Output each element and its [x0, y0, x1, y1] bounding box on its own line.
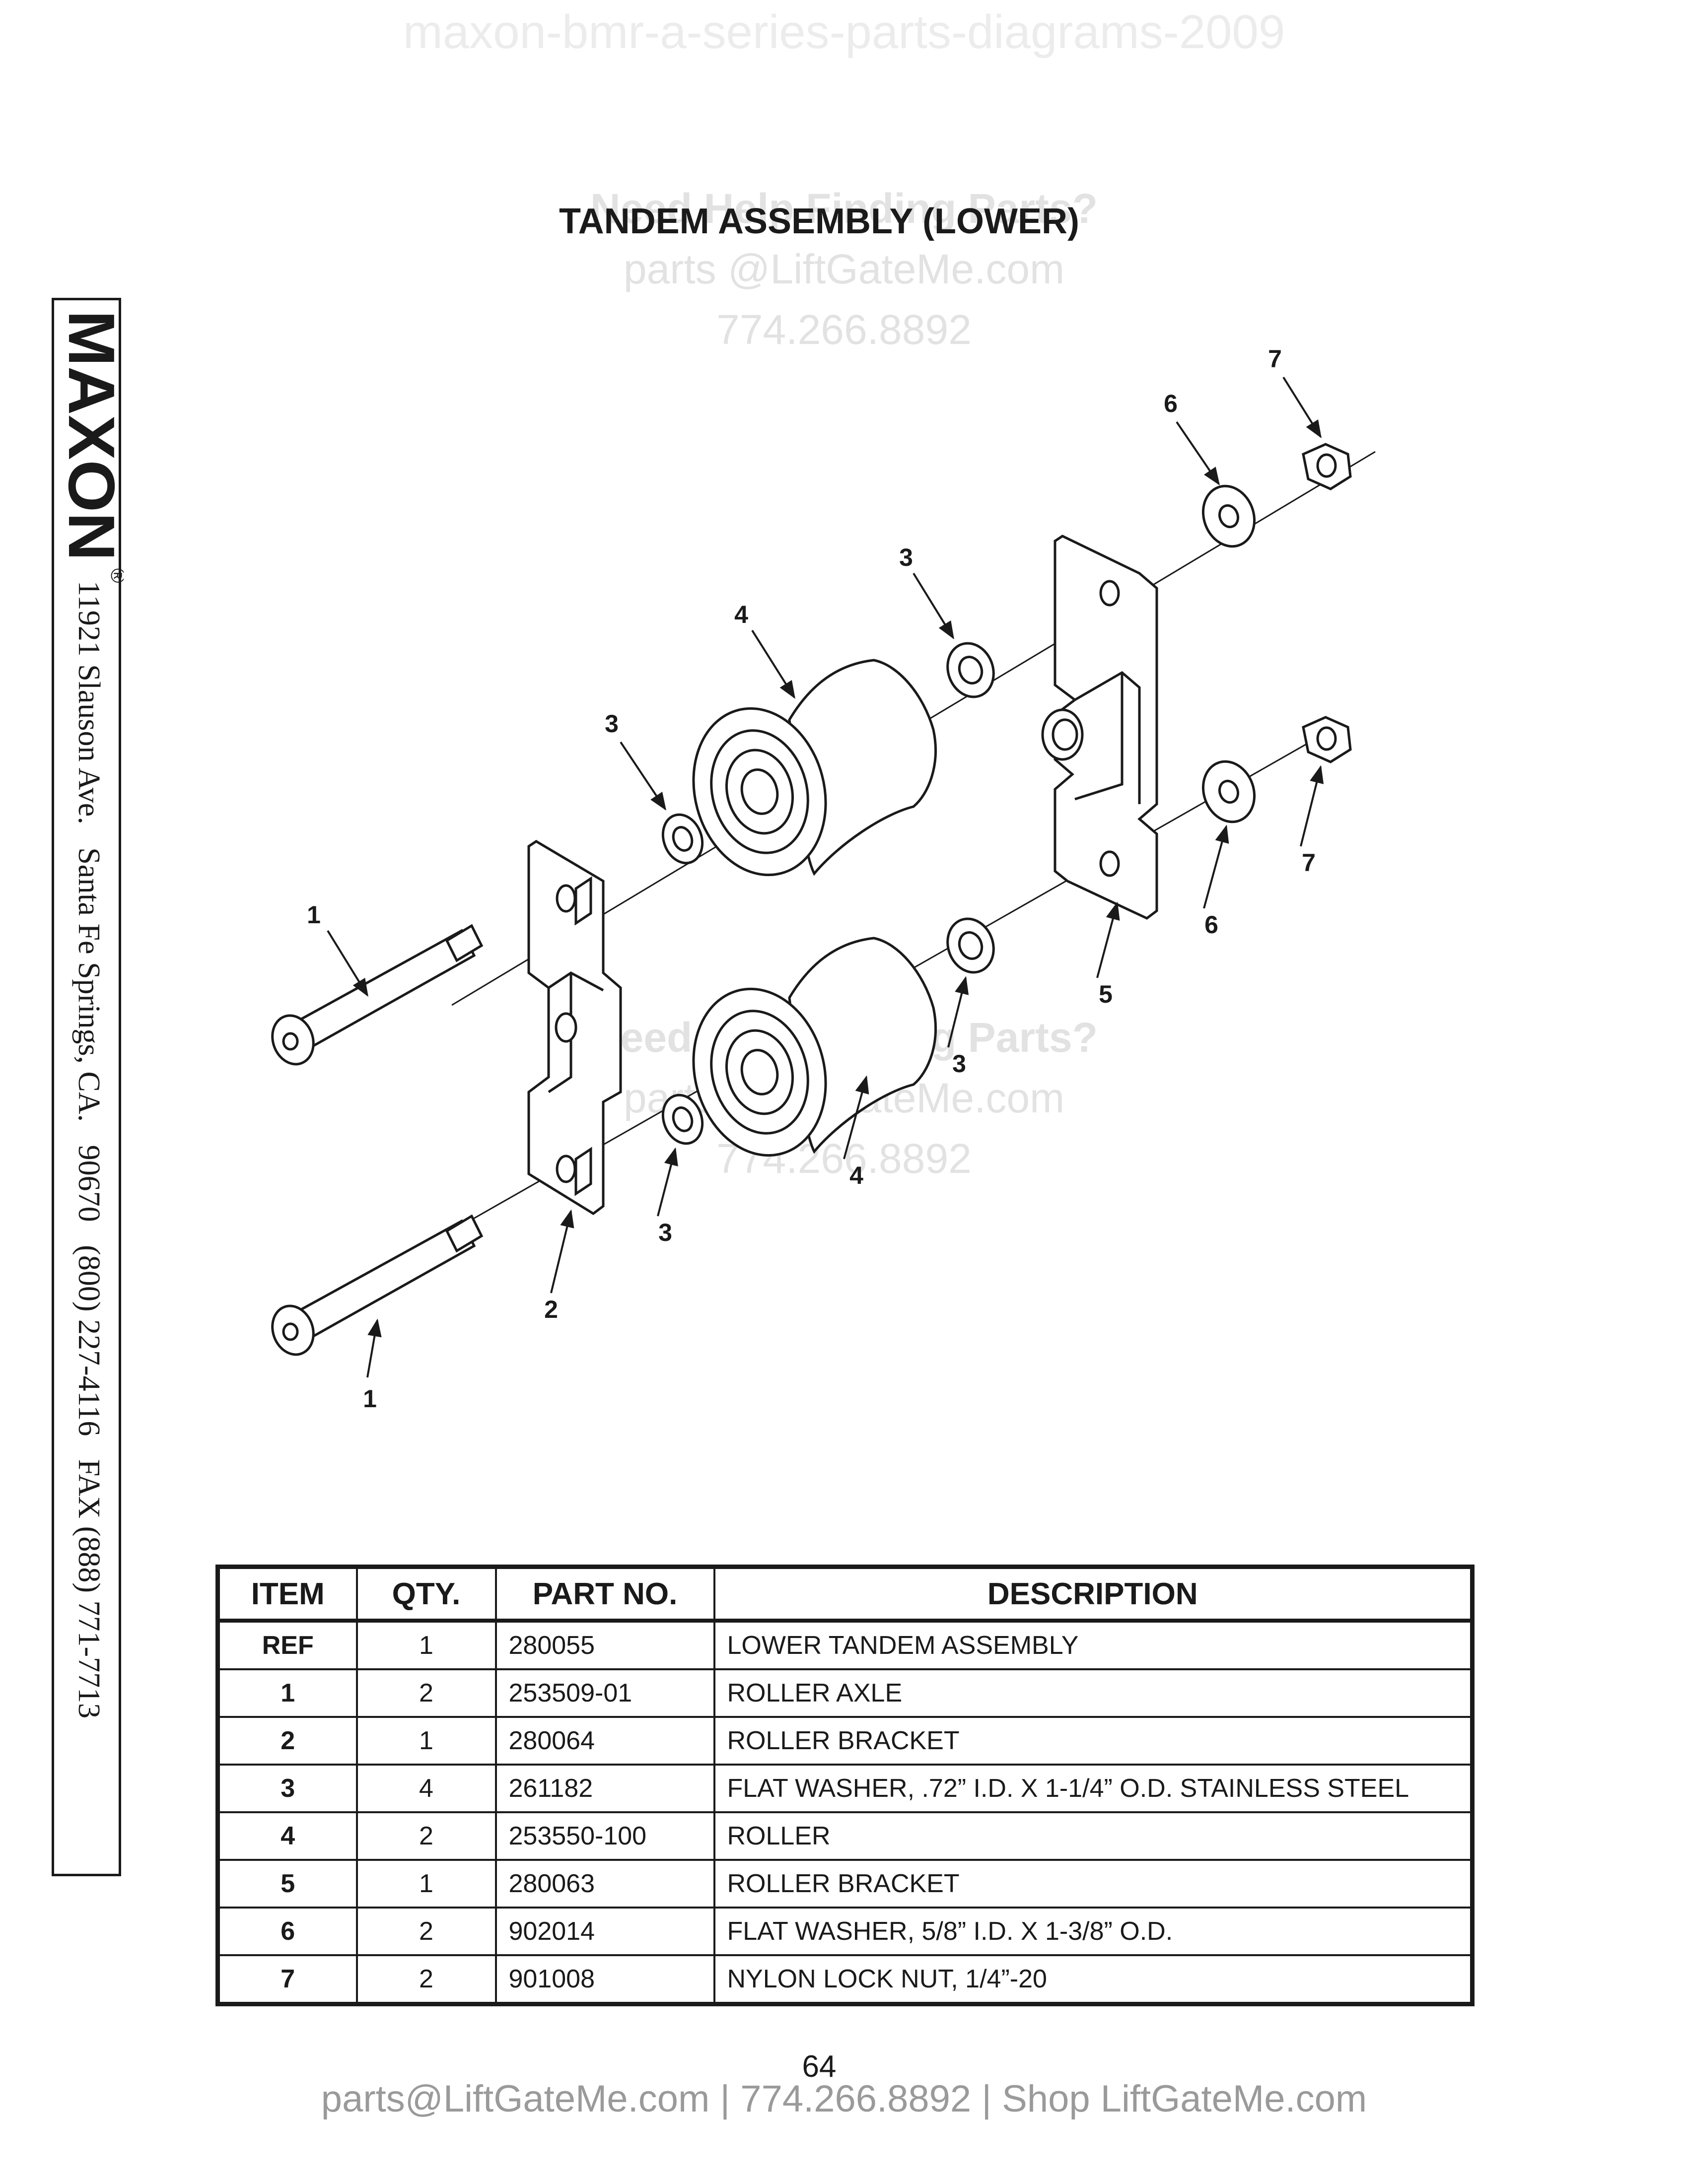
callout-1-upper: 1 — [307, 901, 321, 929]
cell-description: ROLLER BRACKET — [713, 1859, 1474, 1909]
cell-qty: 4 — [355, 1764, 497, 1813]
callout-6-upper: 6 — [1164, 390, 1178, 417]
column-header-part-no: PART NO. — [494, 1566, 715, 1622]
callout-3-upper-right: 3 — [899, 544, 913, 571]
roller-bracket-left — [527, 840, 622, 1216]
nylon-lock-nuts — [1302, 443, 1352, 763]
callout-2: 2 — [544, 1296, 558, 1323]
cell-item: 4 — [216, 1811, 358, 1861]
parts-table-header-row: ITEM QTY. PART NO. DESCRIPTION — [216, 1566, 1474, 1622]
callout-3-lower-left: 3 — [658, 1219, 672, 1246]
parts-table: ITEM QTY. PART NO. DESCRIPTION REF 1 280… — [215, 1565, 1475, 2006]
brand-logo: MAXON ® — [55, 310, 124, 583]
roller-axle-lower — [271, 1214, 484, 1356]
flat-washers-stainless — [661, 642, 995, 1145]
exploded-parts-diagram: 7 6 3 4 3 1 7 6 5 3 4 3 2 1 — [271, 345, 1376, 1413]
cell-part-no: 901008 — [494, 1954, 715, 2005]
cell-description: FLAT WASHER, .72” I.D. X 1-1/4” O.D. STA… — [713, 1764, 1474, 1813]
callout-1-lower: 1 — [363, 1385, 377, 1413]
callout-4-lower: 4 — [849, 1161, 863, 1189]
cell-qty: 2 — [355, 1668, 497, 1718]
cell-part-no: 280064 — [494, 1716, 715, 1766]
table-row: REF 1 280055 LOWER TANDEM ASSEMBLY — [216, 1620, 1474, 1670]
cell-item: 6 — [216, 1907, 358, 1956]
callout-6-lower: 6 — [1204, 911, 1218, 939]
table-row: 7 2 901008 NYLON LOCK NUT, 1/4”-20 — [216, 1954, 1474, 2005]
callout-4-upper: 4 — [734, 601, 748, 628]
watermark-line-2: parts @LiftGateMe.com — [623, 245, 1065, 292]
roller-axle-upper — [271, 924, 484, 1066]
column-header-description: DESCRIPTION — [713, 1566, 1474, 1622]
page-title: TANDEM ASSEMBLY (LOWER) — [559, 202, 1079, 241]
cell-item: REF — [216, 1620, 358, 1670]
table-row: 3 4 261182 FLAT WASHER, .72” I.D. X 1-1/… — [216, 1764, 1474, 1813]
table-row: 5 1 280063 ROLLER BRACKET — [216, 1859, 1474, 1909]
cell-description: ROLLER — [713, 1811, 1474, 1861]
roller-lower — [692, 937, 937, 1157]
callout-3-upper-left: 3 — [605, 710, 619, 738]
page-number: 64 — [802, 2049, 837, 2084]
cell-item: 3 — [216, 1764, 358, 1813]
table-row: 1 2 253509-01 ROLLER AXLE — [216, 1668, 1474, 1718]
cell-qty: 1 — [355, 1620, 497, 1670]
cell-qty: 2 — [355, 1954, 497, 2005]
cell-part-no: 280055 — [494, 1620, 715, 1670]
cell-qty: 1 — [355, 1859, 497, 1909]
leader-arrows — [327, 376, 1324, 1378]
cell-part-no: 261182 — [494, 1764, 715, 1813]
cell-item: 7 — [216, 1954, 358, 2005]
column-header-item: ITEM — [216, 1566, 358, 1622]
watermark-line-3: 774.266.8892 — [716, 306, 972, 353]
cell-description: NYLON LOCK NUT, 1/4”-20 — [713, 1954, 1474, 2005]
callout-labels: 7 6 3 4 3 1 7 6 5 3 4 3 2 1 — [307, 345, 1316, 1413]
registered-mark: ® — [107, 568, 124, 583]
brand-name: MAXON — [55, 310, 124, 561]
cell-item: 5 — [216, 1859, 358, 1909]
table-row: 4 2 253550-100 ROLLER — [216, 1811, 1474, 1861]
cell-part-no: 253550-100 — [494, 1811, 715, 1861]
cell-part-no: 902014 — [494, 1907, 715, 1956]
table-row: 6 2 902014 FLAT WASHER, 5/8” I.D. X 1-3/… — [216, 1907, 1474, 1956]
company-address: 11921 Slauson Ave. Santa Fe Springs, CA.… — [72, 581, 106, 1719]
company-sidebar: MAXON ® 11921 Slauson Ave. Santa Fe Spri… — [52, 298, 124, 1876]
cell-part-no: 253509-01 — [494, 1668, 715, 1718]
callout-7-lower: 7 — [1302, 849, 1316, 877]
callout-5: 5 — [1099, 980, 1113, 1008]
watermark-block-upper: Need Help Finding Parts? parts @LiftGate… — [546, 179, 1142, 360]
cell-qty: 2 — [355, 1811, 497, 1861]
roller-bracket-right — [1041, 535, 1158, 920]
cell-description: LOWER TANDEM ASSEMBLY — [713, 1620, 1474, 1670]
column-header-qty: QTY. — [355, 1566, 497, 1622]
cell-qty: 1 — [355, 1716, 497, 1766]
watermark-line-1: Need Help Finding Parts? — [590, 185, 1098, 232]
cell-description: FLAT WASHER, 5/8” I.D. X 1-3/8” O.D. — [713, 1907, 1474, 1956]
cell-item: 2 — [216, 1716, 358, 1766]
cell-description: ROLLER BRACKET — [713, 1716, 1474, 1766]
roller-upper — [692, 659, 937, 877]
watermark-top: maxon-bmr-a-series-parts-diagrams-2009 — [403, 5, 1285, 59]
cell-item: 1 — [216, 1668, 358, 1718]
cell-part-no: 280063 — [494, 1859, 715, 1909]
callout-7-upper: 7 — [1268, 345, 1282, 373]
cell-description: ROLLER AXLE — [713, 1668, 1474, 1718]
table-row: 2 1 280064 ROLLER BRACKET — [216, 1716, 1474, 1766]
flat-washers-5-8 — [1201, 484, 1256, 823]
cell-qty: 2 — [355, 1907, 497, 1956]
footer-contact-links: parts@LiftGateMe.com | 774.266.8892 | Sh… — [321, 2078, 1367, 2120]
callout-3-lower-right: 3 — [952, 1050, 966, 1078]
